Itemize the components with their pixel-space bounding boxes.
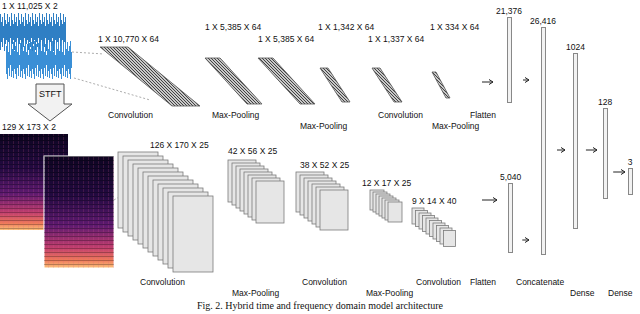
layer-label: Max-Pooling: [300, 121, 347, 131]
transform-label: STFT: [39, 89, 62, 99]
layer-label: Flatten: [470, 110, 496, 120]
layer-label: Convolution: [302, 277, 347, 287]
edge-arrow: [557, 150, 565, 151]
vector-size: 21,376: [496, 6, 522, 16]
vector-bar: [628, 168, 633, 195]
vector-bar: [573, 53, 578, 229]
vector-layer: 26,416: [530, 16, 556, 255]
layer-label: Max-Pooling: [432, 121, 479, 131]
layer-label: Concatenate: [516, 277, 564, 287]
layer-label: Convolution: [108, 110, 153, 120]
dimension-label: 1 X 10,770 X 64: [98, 34, 159, 44]
edge-arrow: [613, 172, 625, 173]
edge-arrow: [523, 80, 529, 81]
figure-caption: Fig. 2. Hybrid time and frequency domain…: [0, 300, 640, 312]
layer-label: Dense: [608, 288, 633, 298]
dimension-label: 1 X 11,025 X 2: [2, 1, 58, 11]
layer-label: Max-Pooling: [366, 288, 413, 298]
dimension-label: 42 X 56 X 25: [228, 146, 277, 156]
layer-label: Max-Pooling: [232, 288, 279, 298]
vector-layer: 3: [626, 157, 634, 195]
vector-bar: [507, 17, 512, 103]
vector-layer: 21,376: [496, 6, 522, 103]
vector-size: 3: [628, 157, 633, 167]
dimension-label: 38 X 52 X 25: [300, 160, 349, 170]
layer-label: Dense: [570, 288, 595, 298]
vector-size: 128: [598, 97, 612, 107]
layer-label: Convolution: [378, 110, 423, 120]
dimension-label: 129 X 173 X 2: [2, 122, 56, 132]
edge-arrow: [586, 150, 597, 151]
layer-label: Convolution: [140, 277, 185, 287]
vector-layer: 5,040: [500, 172, 521, 253]
vector-size: 1024: [566, 42, 585, 52]
dimension-label: 1 X 1,337 X 64: [368, 34, 424, 44]
dimension-label: 12 X 17 X 25: [362, 178, 411, 188]
dimension-label: 9 X 14 X 40: [412, 196, 456, 206]
layer-label: Flatten: [470, 277, 496, 287]
dimension-label: 1 X 5,385 X 64: [205, 22, 261, 32]
vector-size: 26,416: [530, 16, 556, 26]
layer-label: Max-Pooling: [212, 110, 259, 120]
vector-bar: [508, 183, 513, 253]
vector-layer: 128: [598, 97, 612, 199]
vector-bar: [541, 27, 546, 255]
edge-arrow: [522, 240, 529, 241]
dimension-label: 126 X 170 X 25: [150, 140, 209, 150]
vector-layer: 1024: [566, 42, 585, 229]
vector-bar: [603, 108, 608, 199]
dimension-label: 1 X 334 X 64: [430, 22, 479, 32]
dimension-label: 1 X 5,385 X 64: [258, 34, 314, 44]
layer-label: Convolution: [416, 277, 461, 287]
dimension-label: 1 X 1,342 X 64: [318, 22, 374, 32]
vector-size: 5,040: [500, 172, 521, 182]
